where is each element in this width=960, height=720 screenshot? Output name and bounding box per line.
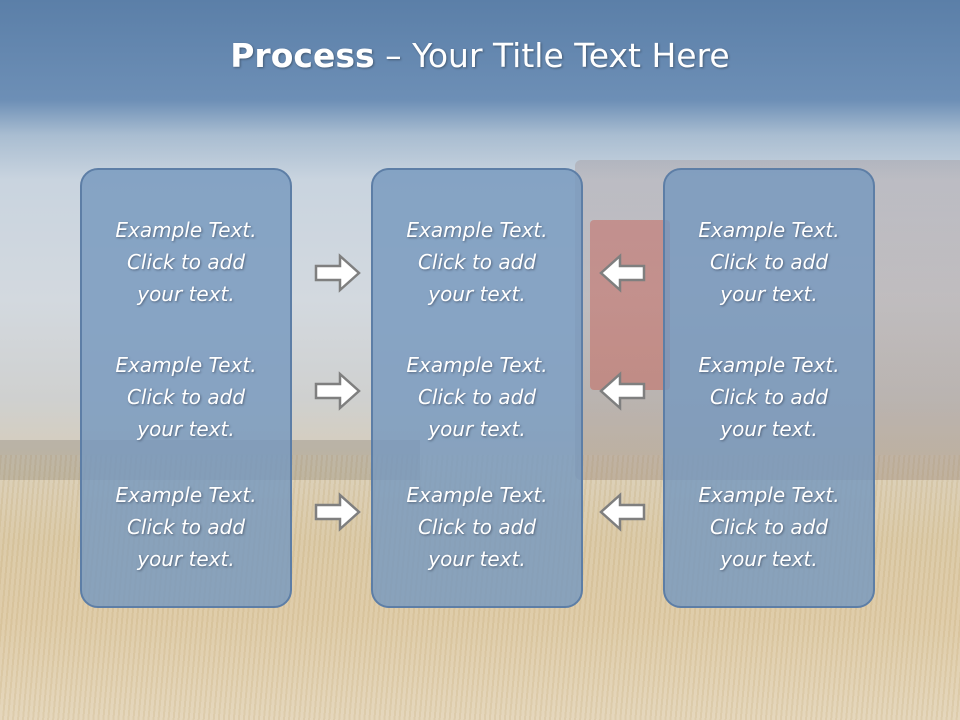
text-line: Example Text. xyxy=(406,483,548,507)
text-placeholder[interactable]: Example Text. Click to add your text. xyxy=(665,479,873,575)
process-box-center[interactable]: Example Text. Click to add your text. Ex… xyxy=(371,168,583,608)
text-line: Click to add xyxy=(709,515,829,539)
text-line: Click to add xyxy=(417,385,537,409)
text-line: your text. xyxy=(137,547,235,571)
background-harvester-cab xyxy=(590,220,670,390)
text-line: your text. xyxy=(428,282,526,306)
text-placeholder[interactable]: Example Text. Click to add your text. xyxy=(665,349,873,445)
text-line: your text. xyxy=(137,417,235,441)
text-placeholder[interactable]: Example Text. Click to add your text. xyxy=(373,214,581,310)
text-line: Example Text. xyxy=(698,483,840,507)
text-line: Click to add xyxy=(709,250,829,274)
text-line: Click to add xyxy=(126,250,246,274)
arrow-left-icon xyxy=(599,371,646,411)
text-line: your text. xyxy=(720,417,818,441)
text-line: your text. xyxy=(137,282,235,306)
text-line: Click to add xyxy=(417,515,537,539)
text-line: Example Text. xyxy=(406,218,548,242)
text-line: Click to add xyxy=(126,385,246,409)
text-placeholder[interactable]: Example Text. Click to add your text. xyxy=(82,214,290,310)
text-line: Example Text. xyxy=(115,218,257,242)
arrow-right-icon xyxy=(314,253,361,293)
text-line: your text. xyxy=(428,547,526,571)
title-bold: Process xyxy=(230,35,375,75)
text-line: Example Text. xyxy=(406,353,548,377)
text-placeholder[interactable]: Example Text. Click to add your text. xyxy=(82,479,290,575)
text-line: your text. xyxy=(428,417,526,441)
arrow-left-icon xyxy=(599,253,646,293)
text-line: Click to add xyxy=(709,385,829,409)
slide-title[interactable]: Process – Your Title Text Here xyxy=(230,36,729,75)
text-placeholder[interactable]: Example Text. Click to add your text. xyxy=(373,479,581,575)
text-placeholder[interactable]: Example Text. Click to add your text. xyxy=(373,349,581,445)
arrow-right-icon xyxy=(314,492,361,532)
process-box-right[interactable]: Example Text. Click to add your text. Ex… xyxy=(663,168,875,608)
process-box-left[interactable]: Example Text. Click to add your text. Ex… xyxy=(80,168,292,608)
text-placeholder[interactable]: Example Text. Click to add your text. xyxy=(82,349,290,445)
text-line: your text. xyxy=(720,282,818,306)
title-bar: Process – Your Title Text Here xyxy=(0,0,960,130)
text-line: Example Text. xyxy=(115,353,257,377)
title-rest: – Your Title Text Here xyxy=(374,35,730,75)
text-line: Example Text. xyxy=(698,353,840,377)
text-line: Click to add xyxy=(126,515,246,539)
text-line: Example Text. xyxy=(115,483,257,507)
text-line: your text. xyxy=(720,547,818,571)
text-placeholder[interactable]: Example Text. Click to add your text. xyxy=(665,214,873,310)
arrow-left-icon xyxy=(599,492,646,532)
text-line: Click to add xyxy=(417,250,537,274)
text-line: Example Text. xyxy=(698,218,840,242)
arrow-right-icon xyxy=(314,371,361,411)
